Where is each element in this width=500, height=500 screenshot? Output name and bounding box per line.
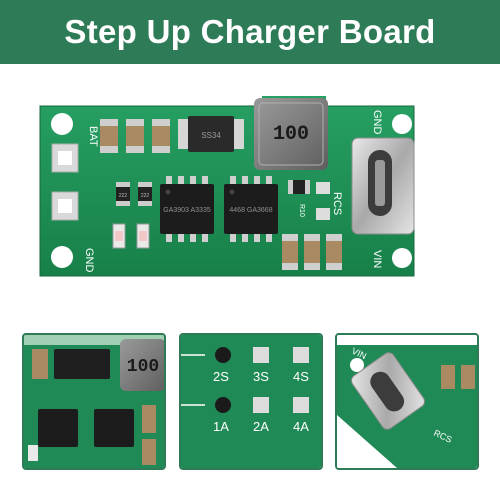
resistor-group: 222 222: [116, 182, 152, 206]
resistor-label: 222: [141, 193, 150, 199]
status-leds: [112, 223, 150, 249]
jumper-label-2s: 2S: [213, 369, 229, 384]
label-ok: OK: [135, 296, 146, 311]
resistor-label: 222: [119, 193, 128, 199]
chip2-marking: 4468 GA3668: [229, 207, 272, 214]
label-gnd-right: GND: [371, 110, 383, 135]
mounting-hole: [51, 246, 73, 268]
closeup-usb-c: VIN RCS: [335, 333, 479, 470]
inductor-marking: 100: [273, 123, 309, 146]
mounting-hole: [51, 113, 73, 135]
jumper-label-3s: 3S: [253, 369, 269, 384]
ic-chip-1: GA3903 A3335: [160, 176, 214, 242]
jumper-label-4a: 4A: [293, 419, 309, 434]
label-bat: BAT: [87, 126, 99, 147]
label-cr: CR: [115, 296, 126, 310]
capacitor-group: [100, 119, 170, 153]
closeup1-inductor-marking: 100: [127, 357, 159, 377]
inductor: 100: [254, 98, 328, 170]
sense-resistor: R10: [288, 180, 330, 220]
mounting-hole: [392, 248, 412, 268]
ic-chip-2: 4468 GA3668: [224, 176, 278, 242]
hero-product-image: BAT GND OK CR GND RCS VIN SS34 100 222 2…: [0, 64, 500, 330]
battery-pads: [51, 143, 79, 221]
closeup-1-photo: 100: [24, 335, 164, 468]
board-photo: BAT GND OK CR GND RCS VIN SS34 100 222 2…: [39, 96, 415, 311]
mounting-hole: [392, 114, 412, 134]
label-rcs: RCS: [331, 192, 343, 215]
label-r10: R10: [298, 204, 305, 217]
usb-c-connector: [351, 137, 415, 235]
title-banner: Step Up Charger Board: [0, 0, 500, 64]
schottky-diode: SS34: [178, 116, 244, 152]
label-vin: VIN: [371, 250, 383, 268]
banner-title: Step Up Charger Board: [64, 13, 436, 50]
jumper-label-4s: 4S: [293, 369, 309, 384]
closeup-jumper-settings: 2S 3S 4S 1A 2A 4A: [179, 333, 323, 470]
chip1-marking: GA3903 A3335: [163, 207, 211, 214]
closeup-2-photo: 2S 3S 4S 1A 2A 4A: [181, 335, 321, 468]
jumper-label-1a: 1A: [213, 419, 229, 434]
diode-marking: SS34: [201, 131, 221, 140]
label-gnd-left: GND: [83, 248, 95, 273]
closeup-chips-inductor: 100: [22, 333, 166, 470]
jumper-label-2a: 2A: [253, 419, 269, 434]
capacitor-group: [282, 234, 342, 270]
closeup-3-photo: VIN RCS: [337, 335, 477, 468]
